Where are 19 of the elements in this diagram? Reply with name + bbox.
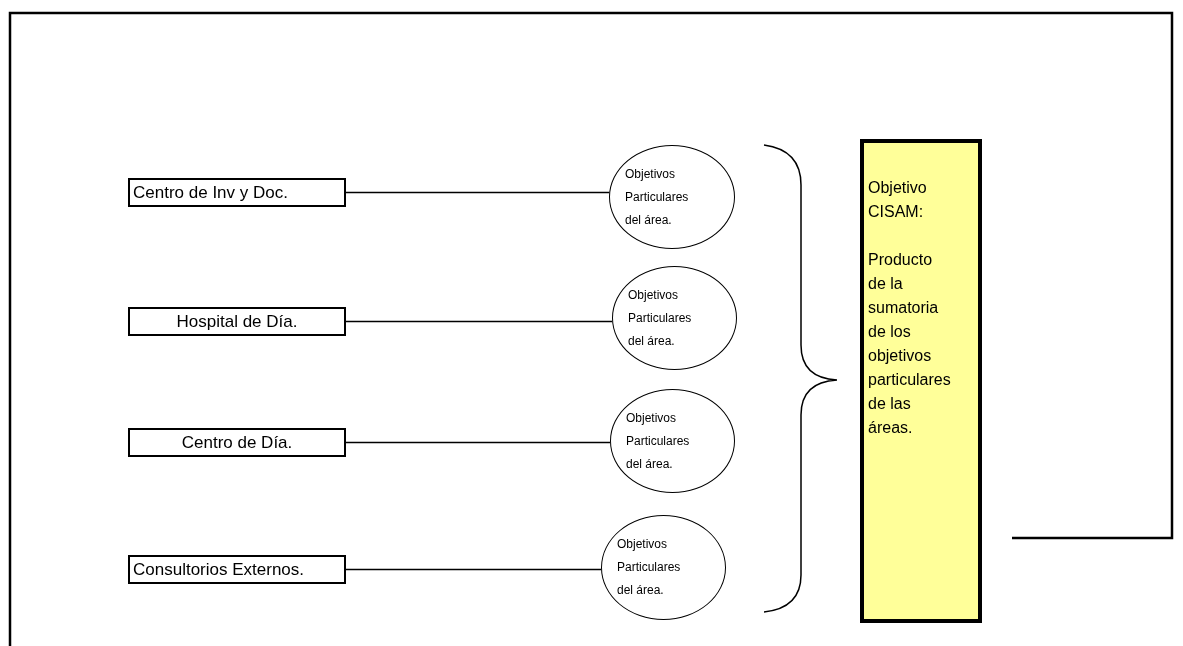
objective-text: Objetivos Particulares del área. xyxy=(617,536,682,599)
area-box xyxy=(128,307,346,336)
area-name: Centro de Día. xyxy=(181,434,293,451)
area-box xyxy=(128,428,346,457)
area-name: Centro de Inv y Doc. xyxy=(133,184,288,201)
area-name: Hospital de Día. xyxy=(176,313,298,330)
connector-line xyxy=(345,191,610,194)
summary-box xyxy=(860,139,982,623)
objective-text: Objetivos Particulares del área. xyxy=(626,409,691,473)
summary-heading: Objetivo CISAM: xyxy=(868,178,928,222)
area-box xyxy=(128,178,346,207)
area-box xyxy=(128,555,346,584)
connector-line xyxy=(345,320,613,323)
objective-text: Objetivos Particulares del área. xyxy=(625,165,690,229)
connector-line xyxy=(345,441,611,444)
objective-text: Objetivos Particulares del área. xyxy=(628,286,693,350)
connector-line xyxy=(345,568,602,571)
summary-text: Producto de la sumatoria de los objetivos particulares de las áreas. xyxy=(868,250,950,438)
area-name: Consultorios Externos. xyxy=(133,561,305,578)
